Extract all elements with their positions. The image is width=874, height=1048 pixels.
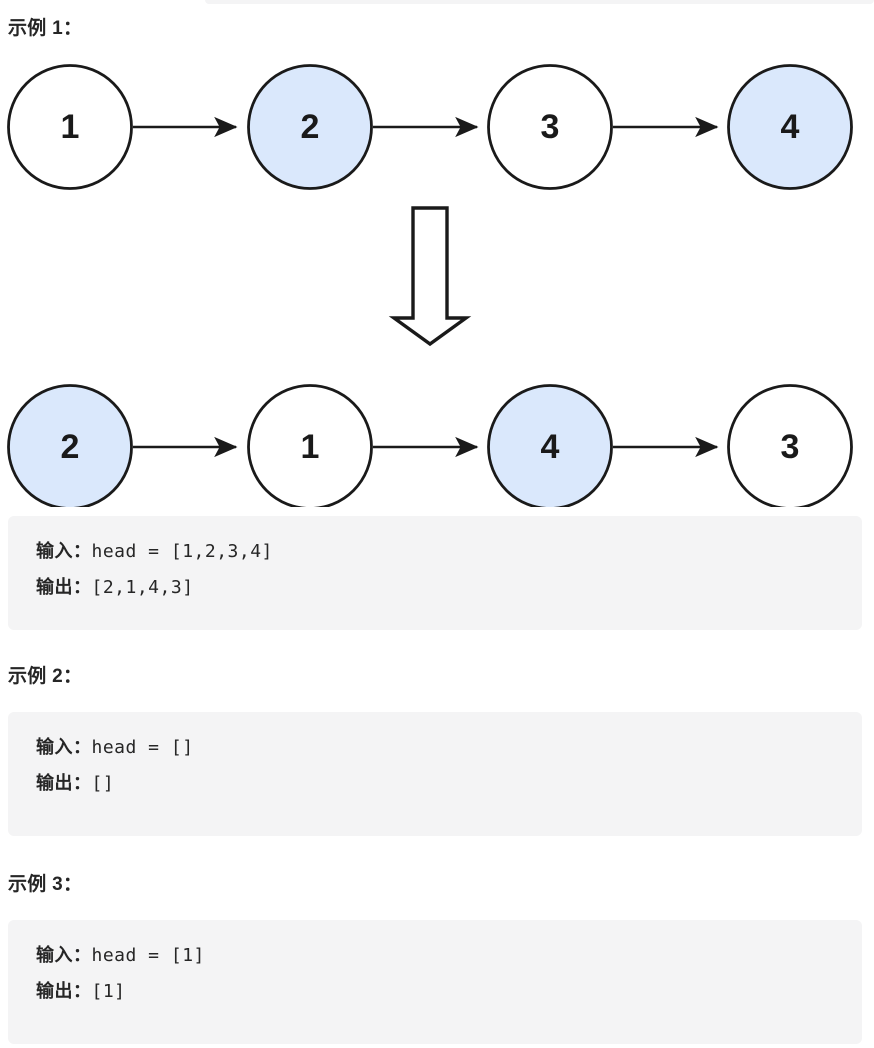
list-node-value: 3 [541, 108, 560, 146]
before-swap-linked-list: 1 2 3 4 [7, 64, 853, 190]
example-1-input-line: 输入：head = [1,2,3,4] [8, 534, 862, 570]
output-value: [1] [91, 981, 126, 1002]
output-label: 输出： [36, 773, 92, 793]
list-node-value: 1 [301, 428, 320, 466]
example-3-input-line: 输入：head = [1] [8, 938, 862, 974]
list-node-value: 4 [541, 428, 560, 466]
example-3-title: 示例 3： [8, 874, 83, 895]
example-2-code-block: 输入：head = [] 输出：[] [8, 712, 862, 836]
list-node-before-1: 2 [247, 64, 373, 190]
example-2-input-line: 输入：head = [] [8, 730, 862, 766]
example-1-output-line: 输出：[2,1,4,3] [8, 570, 862, 606]
linked-list-swap-diagram: 1 2 3 4 [0, 52, 874, 507]
output-label: 输出： [36, 981, 92, 1001]
list-node-value: 3 [781, 428, 800, 466]
output-label: 输出： [36, 577, 92, 597]
example-1-title: 示例 1： [8, 18, 83, 39]
list-node-before-3: 4 [727, 64, 853, 190]
example-2-output-line: 输出：[] [8, 766, 862, 802]
list-node-after-1: 1 [247, 384, 373, 507]
example-1-code-block: 输入：head = [1,2,3,4] 输出：[2,1,4,3] [8, 516, 862, 630]
input-value: head = [] [91, 737, 194, 758]
list-node-value: 2 [61, 428, 80, 466]
list-node-before-0: 1 [7, 64, 133, 190]
down-block-arrow [388, 206, 472, 347]
preceding-code-block-edge [205, 0, 874, 4]
after-swap-linked-list: 2 1 4 3 [7, 384, 853, 507]
output-value: [2,1,4,3] [91, 577, 194, 598]
example-3-output-line: 输出：[1] [8, 974, 862, 1010]
example-3-code-block: 输入：head = [1] 输出：[1] [8, 920, 862, 1044]
list-node-after-0: 2 [7, 384, 133, 507]
input-label: 输入： [36, 945, 92, 965]
example-2-title: 示例 2： [8, 666, 83, 687]
list-node-value: 2 [301, 108, 320, 146]
input-value: head = [1,2,3,4] [91, 541, 273, 562]
list-node-after-3: 3 [727, 384, 853, 507]
list-node-value: 4 [781, 108, 800, 146]
list-node-before-2: 3 [487, 64, 613, 190]
list-node-value: 1 [61, 108, 80, 146]
input-label: 输入： [36, 737, 92, 757]
input-value: head = [1] [91, 945, 205, 966]
input-label: 输入： [36, 541, 92, 561]
list-node-after-2: 4 [487, 384, 613, 507]
output-value: [] [91, 773, 115, 794]
